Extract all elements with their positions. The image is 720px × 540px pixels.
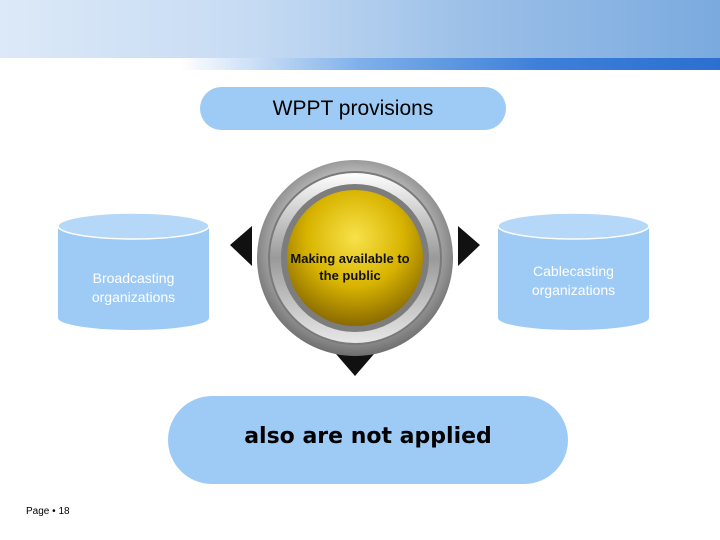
- hub-gold-disc: [287, 190, 423, 326]
- title-pill: WPPT provisions: [200, 87, 506, 130]
- down-arrow-icon: [336, 354, 374, 376]
- right-arrow-icon: [458, 226, 480, 266]
- page-number: 18: [58, 506, 70, 517]
- right-cylinder-label: Cablecasting organizations: [531, 263, 616, 298]
- left-cylinder: Broadcasting organizations: [58, 212, 209, 330]
- left-cylinder-label: Broadcasting organizations: [91, 270, 176, 305]
- left-arrow-icon: [230, 226, 252, 266]
- cylinder-shape: [58, 212, 209, 330]
- center-label: Making available to the public: [290, 251, 410, 283]
- page-prefix: Page: [26, 506, 50, 517]
- header-band: [0, 0, 720, 58]
- right-cylinder: Cablecasting organizations: [498, 212, 649, 330]
- bullet-icon: •: [52, 506, 56, 517]
- page-footer: Page • 18: [26, 506, 70, 517]
- slide-title: WPPT provisions: [272, 96, 434, 120]
- bottom-text: also are not applied: [244, 424, 492, 449]
- bottom-pill: [168, 396, 568, 484]
- header-accent-bar: [0, 58, 720, 70]
- cylinder-shape: [498, 212, 649, 330]
